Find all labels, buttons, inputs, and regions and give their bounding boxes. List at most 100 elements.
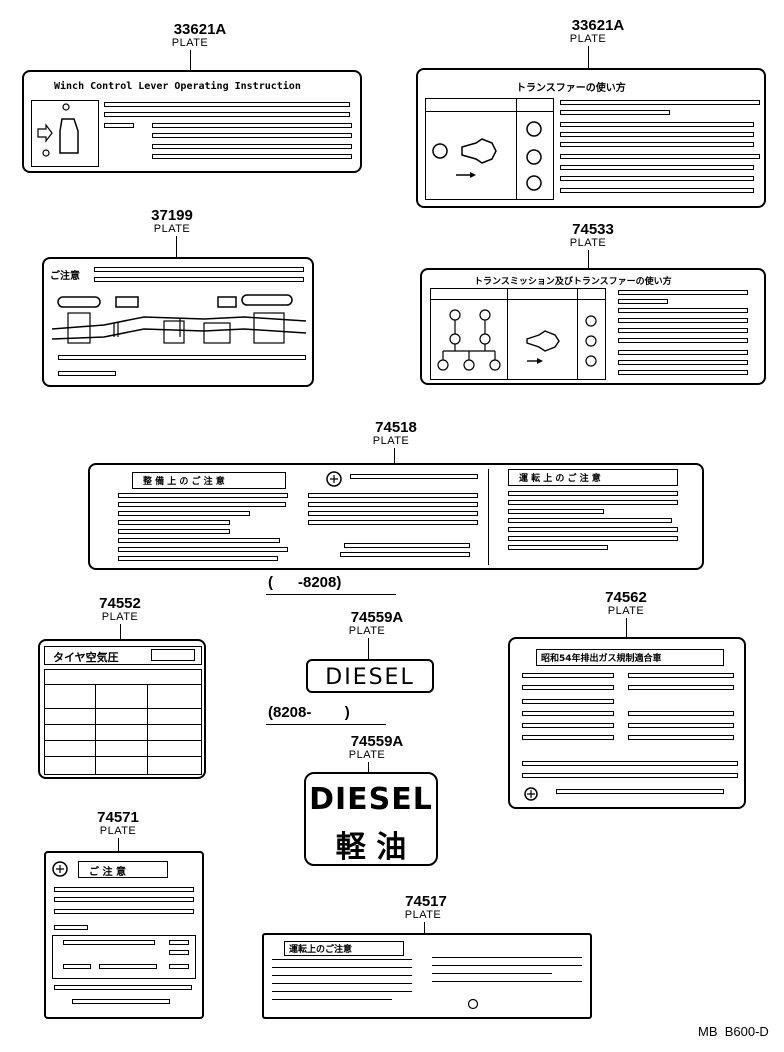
text-line [560,165,754,170]
transmission-plate-title: トランスミッション及びトランスファーの使い方 [474,277,672,287]
caution-plate-74518: 整 備 上 の ご 注 意 運 転 上 の ご 注 意 [88,463,704,570]
text-line [104,123,134,128]
text-line [344,543,470,548]
driving-caution-plate-74517: 運転上のご注意 [262,933,592,1019]
text-line [522,723,614,728]
leader-line [588,250,589,269]
text-line [522,735,614,740]
diesel-keiyu-plate: DIESEL 軽 油 [304,772,438,866]
text-line [308,502,478,507]
lever-icon [37,103,79,157]
leader-line [424,922,425,934]
leader-line [368,638,369,660]
leader-line [118,838,119,852]
part-number-74571: 74571 [97,809,139,826]
text-line [560,100,760,105]
leader-line [120,624,121,640]
keiyu-text: 軽 油 [335,830,407,865]
text-line [628,685,734,690]
text-line [628,723,734,728]
leader-line [588,46,589,70]
text-line [54,985,192,990]
underline [266,594,396,595]
caution-inner-box [52,935,196,979]
text-line [104,102,350,107]
text-line [522,761,738,766]
part-type-74552: PLATE [101,611,139,623]
tire-pressure-plate: タイヤ空気圧 [38,639,206,779]
text-line [94,277,304,282]
text-line [618,360,748,365]
text-line [152,133,352,138]
text-line [522,711,614,716]
part-type-74518: PLATE [372,435,410,447]
text-line [508,527,678,532]
part-number-74533: 74533 [572,221,614,238]
transfer-figure [425,98,554,200]
text-line [618,370,748,375]
value-box [151,649,195,661]
text-line [560,110,670,115]
part-number-33621a-left: 33621A [173,21,227,38]
tire-pressure-title: タイヤ空気圧 [53,651,119,664]
text-line [94,267,304,272]
text-line [58,355,306,360]
text-line [556,789,724,794]
text-line [618,350,748,355]
text-line [272,991,412,992]
part-type-74571: PLATE [99,825,137,837]
text-line [618,328,748,333]
emission-title-box: 昭和54年排出ガス規制適合車 [536,649,724,666]
text-line [560,132,754,137]
text-line [618,338,748,343]
part-number-74559a-large: 74559A [350,733,404,750]
text-line [54,925,88,930]
toyota-logo-icon [467,998,479,1010]
text-line [522,699,614,704]
text-line [54,897,194,902]
tire-pressure-table [44,669,202,775]
text-line [272,975,412,976]
part-type-74559a-small: PLATE [348,625,386,637]
transmission-transfer-plate: トランスミッション及びトランスファーの使い方 [420,268,766,385]
text-line [152,123,352,128]
shift-lever-icon [432,121,542,191]
text-line [350,474,478,479]
part-number-74552: 74552 [99,595,141,612]
part-number-37199: 37199 [151,207,193,224]
date-range-after: (8208- ) [268,704,350,721]
caution-title-box: ご 注 意 [78,861,168,878]
winch-instruction-plate: Winch Control Lever Operating Instructio… [22,70,362,173]
date-range-before: ( -8208) [268,574,342,591]
text-line [118,511,250,516]
caution-title-74571: ご 注 意 [89,867,126,878]
leader-line [368,762,369,772]
leader-line [176,236,177,258]
text-line [560,154,760,159]
part-number-74517: 74517 [405,893,447,910]
driving-caution-title-74517: 運転上のご注意 [289,945,353,955]
text-line [118,493,288,498]
text-line [104,112,350,117]
text-line [432,981,582,982]
transfer-plate-title: トランスファーの使い方 [516,83,626,94]
part-type-74517: PLATE [404,909,442,921]
part-type-74533: PLATE [569,237,607,249]
text-line [54,909,194,914]
maintenance-caution-box: 整 備 上 の ご 注 意 [132,472,286,489]
toyota-logo-icon [524,787,538,801]
text-line [272,967,412,968]
text-line [508,518,672,523]
text-line [522,685,614,690]
text-line [508,545,608,550]
part-type-37199: PLATE [153,223,191,235]
text-line [272,983,412,984]
text-line [432,965,582,966]
caution-heading: ご注意 [50,271,80,282]
part-type-33621a-left: PLATE [171,37,209,49]
text-line [560,122,754,127]
text-line [628,711,734,716]
text-line [272,959,412,960]
leader-line [394,448,395,464]
maintenance-caution-title: 整 備 上 の ご 注 意 [143,477,225,487]
